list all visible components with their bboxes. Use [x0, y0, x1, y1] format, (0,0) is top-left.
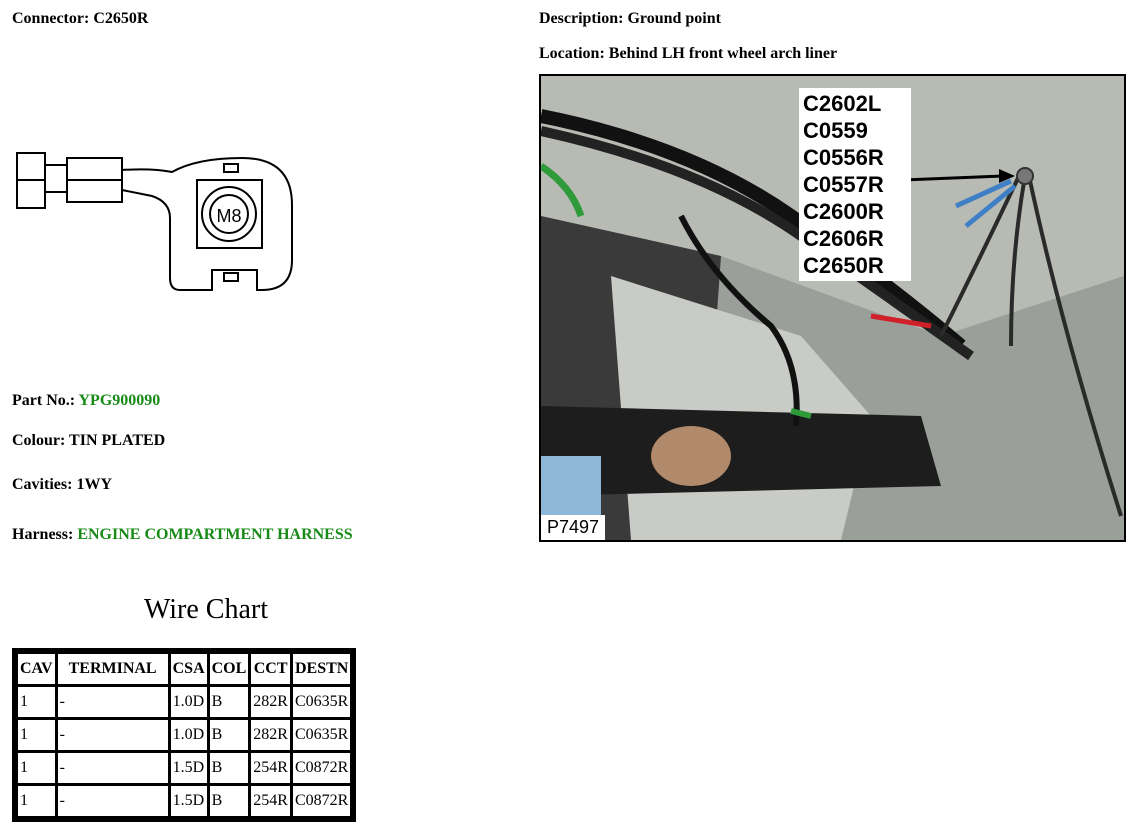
ring-terminal-diagram: M8	[16, 152, 293, 291]
cell-cct: 282R	[251, 720, 290, 750]
cell-destn: C0635R	[292, 687, 351, 717]
cell-terminal: -	[57, 786, 168, 816]
part-number: Part No.: YPG900090	[12, 392, 160, 410]
cell-terminal: -	[57, 753, 168, 783]
cell-cav: 1	[18, 786, 55, 816]
cell-cav: 1	[18, 687, 55, 717]
cell-destn: C0635R	[292, 720, 351, 750]
cell-terminal: -	[57, 720, 168, 750]
table-row: 1 - 1.0D B 282R C0635R	[18, 687, 351, 717]
cell-cct: 254R	[251, 753, 290, 783]
harness-value: ENGINE COMPARTMENT HARNESS	[77, 526, 353, 543]
photo-code: P7497	[541, 515, 606, 540]
location: Location: Behind LH front wheel arch lin…	[539, 45, 837, 63]
stud-housing	[196, 179, 263, 249]
cell-cct: 254R	[251, 786, 290, 816]
connector-value: C2650R	[93, 10, 149, 27]
callout-connector: C0556R	[803, 145, 884, 170]
col-header-terminal: TERMINAL	[57, 654, 168, 684]
harness: Harness: ENGINE COMPARTMENT HARNESS	[12, 526, 353, 544]
description: Description: Ground point	[539, 10, 721, 28]
part-value: YPG900090	[78, 392, 161, 409]
wire-chart-header-row: CAV TERMINAL CSA COL CCT DESTN	[18, 654, 351, 684]
col-header-csa: CSA	[170, 654, 207, 684]
callout-connector: C2600R	[803, 199, 884, 224]
colour: Colour: TIN PLATED	[12, 432, 165, 450]
callout-connector: C2602L	[803, 91, 882, 116]
description-value: Ground point	[627, 10, 721, 27]
wire-chart-table: CAV TERMINAL CSA COL CCT DESTN 1 - 1.0D …	[12, 648, 357, 822]
location-value: Behind LH front wheel arch liner	[608, 45, 838, 62]
callout-connector: C2650R	[803, 253, 884, 278]
cavities-value: 1WY	[76, 476, 112, 493]
ground-stud-icon	[1016, 167, 1034, 185]
colour-label: Colour:	[12, 432, 66, 449]
table-row: 1 - 1.0D B 282R C0635R	[18, 720, 351, 750]
cell-col: B	[209, 753, 249, 783]
stud-ring-inner	[209, 194, 249, 234]
description-label: Description:	[539, 10, 624, 27]
stud-ring-outer	[201, 186, 257, 242]
callout-connector: C0557R	[803, 172, 884, 197]
wire-chart-title: Wire Chart	[143, 594, 269, 625]
connector-label: Connector:	[12, 10, 90, 27]
callout-arrow-line	[902, 174, 1004, 182]
col-header-cav: CAV	[18, 654, 55, 684]
cell-col: B	[209, 720, 249, 750]
connector-title: Connector: C2650R	[12, 10, 148, 28]
stud-size-label: M8	[216, 206, 241, 226]
col-header-col: COL	[209, 654, 249, 684]
cell-col: B	[209, 687, 249, 717]
colour-value: TIN PLATED	[69, 432, 166, 449]
harness-label: Harness:	[12, 526, 74, 543]
cavities-label: Cavities:	[12, 476, 73, 493]
table-row: 1 - 1.5D B 254R C0872R	[18, 786, 351, 816]
cell-cav: 1	[18, 720, 55, 750]
cell-destn: C0872R	[292, 786, 351, 816]
cell-cav: 1	[18, 753, 55, 783]
cell-csa: 1.0D	[170, 720, 207, 750]
cell-csa: 1.0D	[170, 687, 207, 717]
cell-csa: 1.5D	[170, 786, 207, 816]
cavities: Cavities: 1WY	[12, 476, 112, 494]
cell-terminal: -	[57, 687, 168, 717]
cell-csa: 1.5D	[170, 753, 207, 783]
cell-cct: 282R	[251, 687, 290, 717]
table-row: 1 - 1.5D B 254R C0872R	[18, 753, 351, 783]
cell-destn: C0872R	[292, 753, 351, 783]
location-photo: C2602L C0559 C0556R C0557R C2600R C2606R…	[539, 74, 1126, 542]
callout-connector: C2606R	[803, 226, 884, 251]
cell-col: B	[209, 786, 249, 816]
location-label: Location:	[539, 45, 605, 62]
col-header-destn: DESTN	[292, 654, 351, 684]
callout-connector: C0559	[803, 118, 868, 143]
callout-arrowhead-icon	[999, 169, 1015, 183]
connector-callout: C2602L C0559 C0556R C0557R C2600R C2606R…	[799, 88, 911, 281]
col-header-cct: CCT	[251, 654, 290, 684]
part-label: Part No.:	[12, 392, 76, 409]
